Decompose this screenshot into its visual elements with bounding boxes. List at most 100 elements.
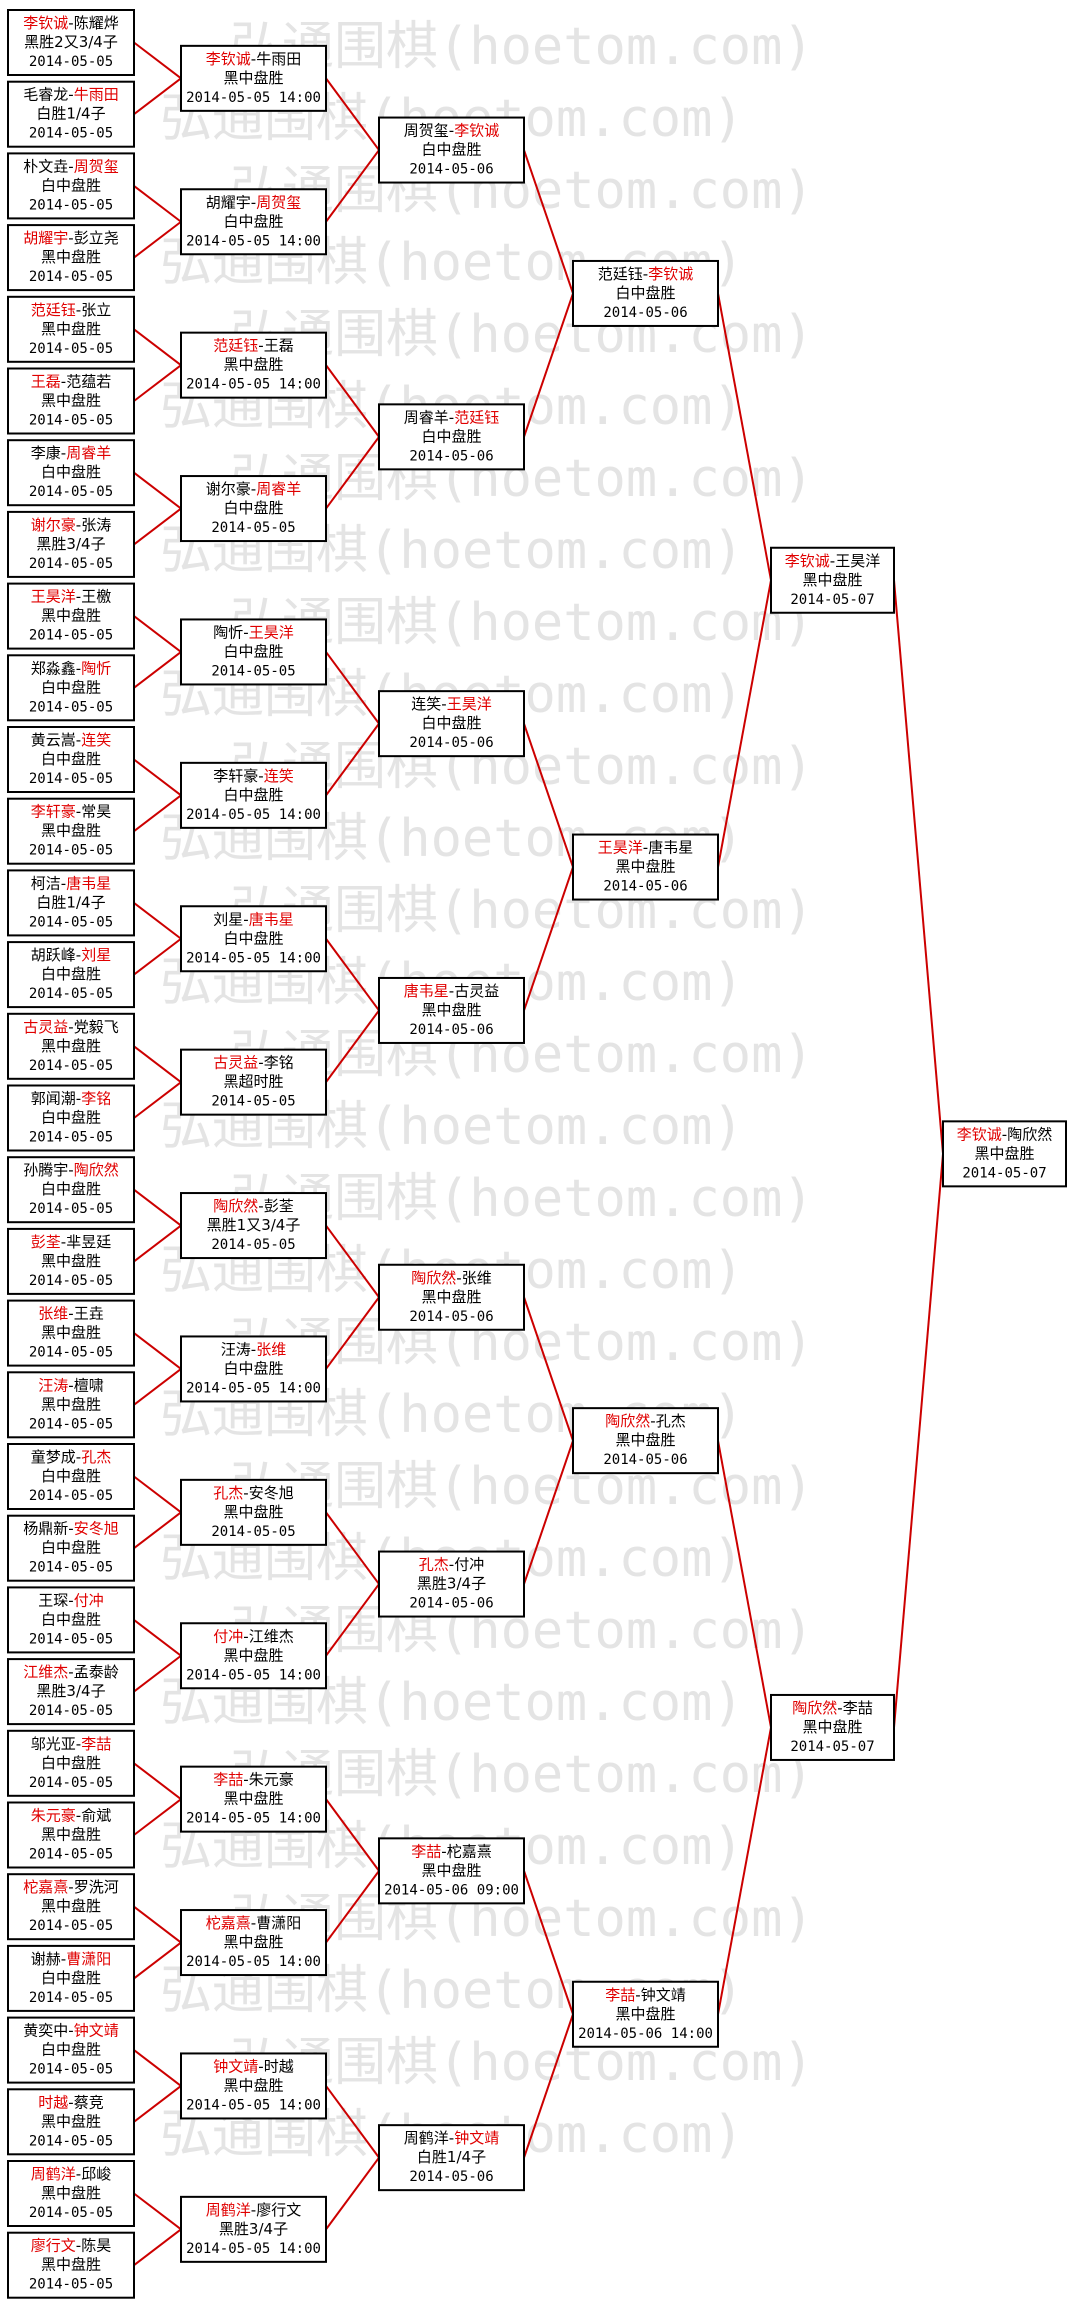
player-separator: -	[243, 623, 248, 641]
match-date: 2014-05-05	[29, 54, 113, 70]
player-white: 李喆	[81, 1735, 111, 1753]
player-separator: -	[643, 839, 648, 857]
match-date: 2014-05-05	[29, 699, 113, 715]
bracket-connector	[133, 1045, 182, 1083]
player-white: 付冲	[454, 1556, 484, 1574]
match-date: 2014-05-05	[29, 2205, 113, 2221]
match-date: 2014-05-07	[790, 592, 874, 608]
bracket-connector	[325, 149, 380, 223]
bracket-connector	[133, 758, 182, 797]
match-box-border	[942, 1120, 1067, 1188]
match-date: 2014-05-05	[29, 341, 113, 357]
match-players: 谢赫-曹潇阳	[31, 1950, 111, 1968]
player-white: 陈耀烨	[74, 14, 119, 32]
player-black: 柁嘉熹	[23, 1878, 68, 1896]
player-black: 童梦成	[31, 1448, 76, 1466]
match-box-border	[7, 1084, 135, 1152]
match-result: 黑中盘胜	[41, 1324, 101, 1342]
player-separator: -	[68, 1018, 73, 1036]
match-date: 2014-05-05 14:00	[186, 1667, 321, 1683]
match-result: 白中盘胜	[223, 786, 283, 804]
match-result: 黑中盘胜	[41, 822, 101, 840]
player-black: 孔杰	[419, 1556, 449, 1574]
bracket-connector	[133, 2049, 182, 2087]
player-black: 周鹤洋	[404, 2129, 449, 2147]
match-box-border	[7, 295, 135, 363]
match-box-border	[7, 1443, 135, 1510]
player-white: 范蕴若	[66, 373, 111, 391]
match-players: 李喆-钟文靖	[605, 1986, 685, 2004]
match-box-border	[7, 152, 135, 220]
match-date: 2014-05-06 09:00	[384, 1882, 519, 1898]
player-separator: -	[635, 1986, 640, 2004]
match-players: 钟文靖-时越	[213, 2057, 293, 2075]
match-date: 2014-05-06	[409, 1022, 493, 1038]
match-date: 2014-05-05	[29, 1990, 113, 2006]
match-players: 毛睿龙-牛雨田	[23, 86, 118, 104]
bracket-connector	[325, 1296, 380, 1370]
player-separator: -	[251, 1340, 256, 1358]
player-white: 周贺玺	[256, 193, 301, 211]
player-white: 钟文靖	[454, 2129, 499, 2147]
player-white: 张维	[256, 1340, 286, 1358]
match-box-border	[7, 80, 135, 148]
bracket-connector	[133, 902, 182, 940]
match-result: 黑中盘胜	[615, 1431, 675, 1449]
player-black: 汪涛	[38, 1376, 68, 1394]
player-black: 时越	[38, 2093, 68, 2111]
match-result: 白中盘胜	[421, 427, 481, 445]
match-date: 2014-05-05	[29, 1631, 113, 1647]
match-box-border	[180, 1909, 327, 1977]
player-white: 蔡竞	[74, 2093, 104, 2111]
match-box-border	[378, 2124, 525, 2192]
player-white: 孔杰	[656, 1412, 686, 1430]
player-black: 范廷钰	[31, 301, 76, 319]
bracket-connector	[325, 723, 380, 796]
player-separator: -	[76, 1090, 81, 1108]
match-result: 黑胜3/4子	[219, 2220, 288, 2238]
match-result: 白胜1/4子	[36, 893, 105, 911]
player-separator: -	[76, 2165, 81, 2183]
match-box-border	[7, 1227, 135, 1295]
player-white: 安冬旭	[249, 1484, 294, 1502]
match-result: 黑中盘胜	[41, 2256, 101, 2274]
bracket-connector	[325, 1798, 380, 1872]
match-result: 白中盘胜	[223, 642, 283, 660]
match-result: 黑中盘胜	[421, 1288, 481, 1306]
bracket-connector	[325, 651, 380, 725]
match-players: 周鹤洋-钟文靖	[404, 2129, 499, 2147]
player-separator: -	[68, 2093, 73, 2111]
match-result: 白中盘胜	[41, 750, 101, 768]
player-black: 陶忻	[213, 623, 243, 641]
player-black: 李喆	[411, 1842, 441, 1860]
match-players: 唐韦星-古灵益	[404, 982, 499, 1000]
match-box-border	[180, 475, 327, 543]
bracket-connector	[133, 937, 182, 976]
player-black: 黄云嵩	[31, 731, 76, 749]
match-result: 黑中盘胜	[41, 248, 101, 266]
player-white: 朱元豪	[249, 1771, 294, 1789]
match-box-border	[7, 1801, 135, 1869]
match-players: 柯洁-唐韦星	[31, 874, 111, 892]
match-box-border	[180, 1335, 327, 1403]
match-box-border	[7, 9, 135, 76]
match-players: 王昊洋-王檄	[31, 588, 111, 606]
match-date: 2014-05-05	[29, 484, 113, 500]
watermark-text: 弘通围棋(hoetom.com)	[230, 1169, 814, 1229]
